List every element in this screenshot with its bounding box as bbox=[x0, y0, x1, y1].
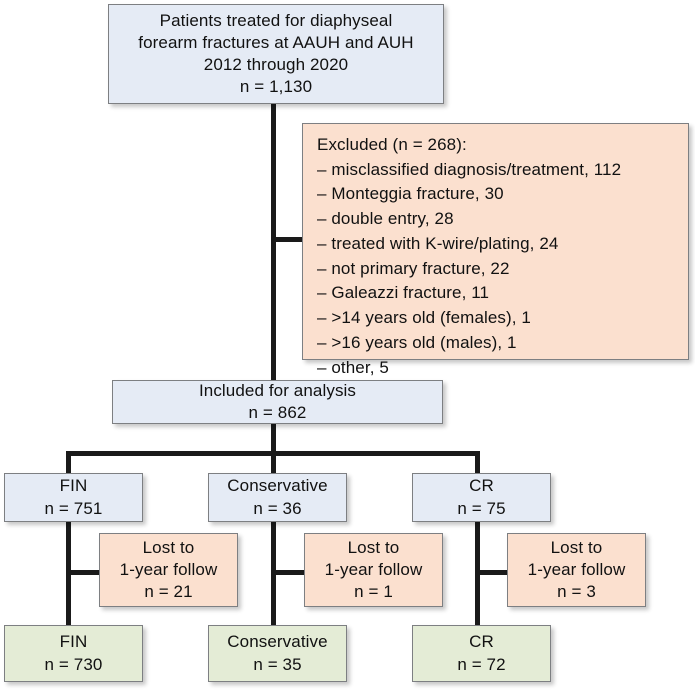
source-count: n = 1,130 bbox=[239, 77, 313, 97]
connector-source-to-included bbox=[271, 103, 276, 383]
group-conservative-count: n = 36 bbox=[253, 498, 302, 518]
node-lost-conservative: Lost to 1-year follow n = 1 bbox=[304, 533, 443, 607]
excluded-item-5: – Galeazzi fracture, 11 bbox=[317, 283, 490, 303]
node-included-for-analysis: Included for analysis n = 862 bbox=[112, 380, 443, 424]
lost-conservative-line-1: Lost to bbox=[347, 537, 400, 557]
node-final-fin: FIN n = 730 bbox=[4, 625, 143, 682]
excluded-item-8: – other, 5 bbox=[317, 357, 389, 377]
final-cr-count: n = 72 bbox=[457, 654, 506, 674]
group-cr-label: CR bbox=[469, 476, 494, 496]
node-excluded: Excluded (n = 268): – misclassified diag… bbox=[302, 123, 689, 377]
connector-drop-conservative bbox=[271, 451, 276, 474]
group-fin-label: FIN bbox=[59, 476, 88, 496]
excluded-item-0: – misclassified diagnosis/treatment, 112 bbox=[317, 159, 622, 179]
lost-fin-line-1: Lost to bbox=[142, 537, 195, 557]
node-group-conservative: Conservative n = 36 bbox=[208, 473, 347, 522]
lost-cr-line-2: 1-year follow bbox=[527, 559, 626, 579]
group-conservative-label: Conservative bbox=[227, 476, 328, 496]
excluded-item-1: – Monteggia fracture, 30 bbox=[317, 184, 504, 204]
node-group-cr: CR n = 75 bbox=[412, 473, 551, 522]
excluded-item-6: – >14 years old (females), 1 bbox=[317, 308, 531, 328]
excluded-item-4: – not primary fracture, 22 bbox=[317, 258, 510, 278]
lost-cr-line-1: Lost to bbox=[550, 537, 603, 557]
connector-conservative-to-lost bbox=[271, 570, 305, 575]
lost-fin-count: n = 21 bbox=[144, 582, 193, 602]
lost-conservative-count: n = 1 bbox=[354, 582, 393, 602]
node-group-fin: FIN n = 751 bbox=[4, 473, 143, 522]
node-final-conservative: Conservative n = 35 bbox=[208, 625, 347, 682]
group-fin-count: n = 751 bbox=[44, 498, 103, 518]
connector-drop-cr bbox=[475, 451, 480, 474]
source-line-1: Patients treated for diaphyseal bbox=[159, 10, 393, 30]
source-line-2: forearm fractures at AAUH and AUH bbox=[138, 32, 414, 52]
connector-fin-to-lost bbox=[66, 570, 100, 575]
connector-cr-to-lost bbox=[475, 570, 509, 575]
node-lost-fin: Lost to 1-year follow n = 21 bbox=[99, 533, 238, 607]
connector-drop-fin bbox=[66, 451, 71, 474]
source-line-3: 2012 through 2020 bbox=[203, 55, 349, 74]
excluded-item-7: – >16 years old (males), 1 bbox=[317, 332, 517, 352]
final-fin-label: FIN bbox=[59, 632, 88, 652]
lost-fin-line-2: 1-year follow bbox=[119, 559, 218, 579]
included-label: Included for analysis bbox=[198, 380, 357, 400]
final-conservative-count: n = 35 bbox=[253, 654, 302, 674]
group-cr-count: n = 75 bbox=[457, 498, 506, 518]
node-final-cr: CR n = 72 bbox=[412, 625, 551, 682]
final-conservative-label: Conservative bbox=[227, 632, 328, 652]
excluded-item-2: – double entry, 28 bbox=[317, 209, 454, 229]
excluded-heading: Excluded (n = 268): bbox=[317, 135, 467, 154]
connector-included-to-distributor bbox=[271, 423, 276, 455]
node-lost-cr: Lost to 1-year follow n = 3 bbox=[507, 533, 646, 607]
excluded-item-3: – treated with K-wire/plating, 24 bbox=[317, 233, 559, 253]
connector-trunk-to-excluded bbox=[271, 237, 304, 242]
lost-cr-count: n = 3 bbox=[557, 582, 596, 602]
node-source-population: Patients treated for diaphyseal forearm … bbox=[108, 4, 444, 104]
lost-conservative-line-2: 1-year follow bbox=[324, 559, 423, 579]
final-cr-label: CR bbox=[469, 632, 494, 652]
final-fin-count: n = 730 bbox=[44, 654, 103, 674]
included-count: n = 862 bbox=[248, 403, 307, 422]
